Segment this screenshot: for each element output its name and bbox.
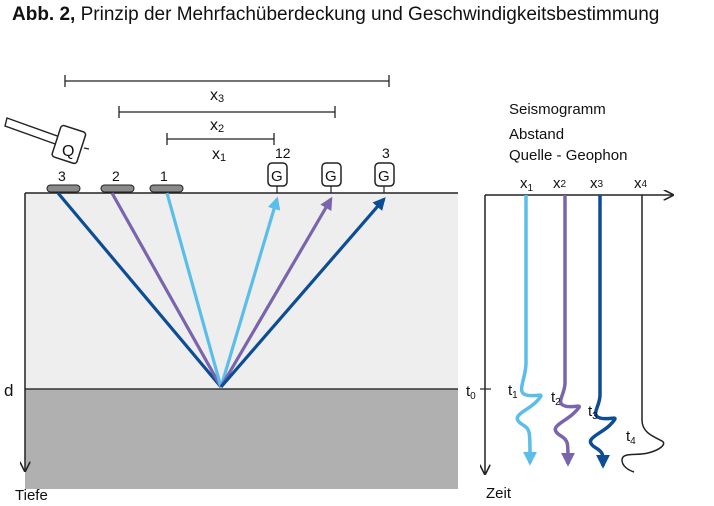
geophone-1: G [267,162,288,193]
ray-mid-up [219,196,333,388]
time-label-t1: t1 [508,382,518,401]
offset-bar-x2 [118,106,336,118]
geophone-3: G [374,162,395,193]
ray-mid-down [110,192,223,388]
geophone-label: G [271,168,283,185]
ray-near-down [165,192,223,388]
depth-axis-label: Tiefe [15,487,48,504]
source-label: Q [62,143,74,160]
source-hammer-icon [4,117,90,165]
trace-x1 [515,195,543,466]
geophone-position-3: 3 [382,145,390,161]
figure-caption: Prinzip der Mehrfachüberdeckung und Gesc… [80,4,660,25]
source-plate-2 [100,184,135,193]
source-plate-3 [46,184,81,193]
trace-x3 [588,195,617,469]
offset-bar-x3 [64,75,390,87]
time-label-t3: t3 [588,403,598,422]
time-label-t4: t4 [626,428,636,447]
trace-label-x1: x1 [520,175,534,194]
t0-label: t0 [466,383,476,402]
source-position-1: 1 [160,168,168,184]
geophone-2: G [321,162,342,193]
upper-layer [25,193,458,389]
figure-number: Abb. 2, [12,4,76,25]
geophone-label: G [378,168,390,185]
ray-far-down [56,191,223,389]
depth-label: d [4,381,13,400]
ray-far-up [219,197,386,389]
trace-label-x3: x3 [590,175,604,192]
ray-near-up [219,196,281,388]
trace-label-x4: x4 [634,175,648,192]
geophone-label: G [325,168,337,185]
offset-bar-x1 [166,133,275,145]
offset-label-x2: x2 [210,117,224,135]
trace-x4 [621,195,665,473]
seismogram-title: Seismogramm [509,101,606,118]
time-label-t2: t2 [551,389,561,408]
figure-title: Abb. 2, Prinzip der Mehrfachüberdeckung … [12,4,659,26]
offset-label-x3: x3 [210,87,224,105]
seismogram-subtitle-1: Abstand [509,126,564,143]
trace-label-x2: x2 [553,175,567,192]
seismogram-subtitle-2: Quelle - Geophon [509,147,627,164]
offset-label-x1: x1 [212,146,226,164]
lower-layer [25,389,458,489]
ray-paths [56,191,386,389]
geophone-position-12: 12 [275,145,291,161]
trace-x2 [553,195,581,467]
source-position-2: 2 [112,168,120,184]
source-plate-1 [149,184,184,193]
time-axis-label: Zeit [486,485,512,502]
source-position-3: 3 [58,168,66,184]
